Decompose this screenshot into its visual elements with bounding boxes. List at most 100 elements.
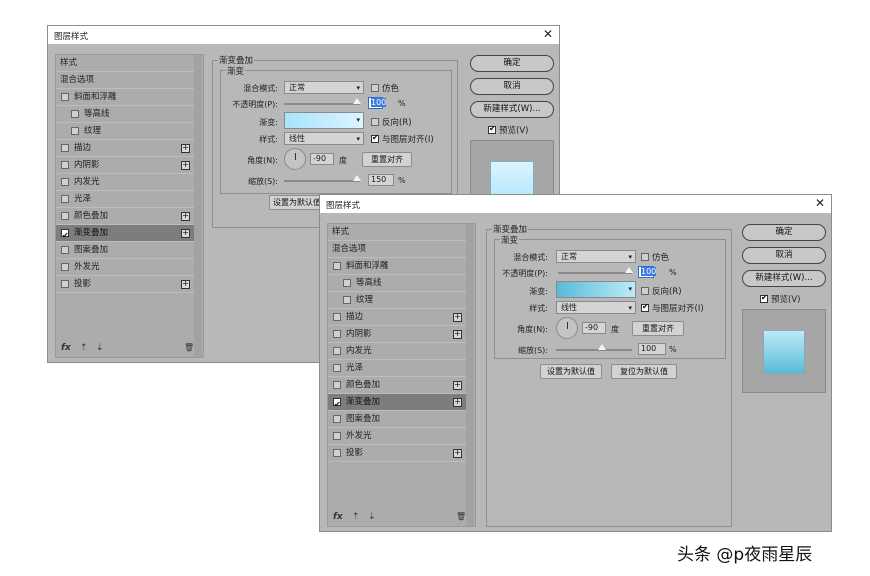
style-list-item[interactable]: 光泽 (56, 191, 194, 208)
style-list-item[interactable]: 外发光 (328, 428, 466, 445)
style-list-item[interactable]: 图案叠加 (56, 242, 194, 259)
scale-input[interactable]: 100 (638, 343, 666, 355)
add-effect-icon[interactable]: + (181, 160, 190, 170)
style-list-item[interactable]: 样式 (56, 55, 194, 72)
cancel-button[interactable]: 取消 (470, 78, 554, 95)
scale-input[interactable]: 150 (368, 174, 394, 186)
scale-slider[interactable] (556, 349, 632, 351)
checkbox-icon[interactable] (61, 212, 69, 220)
reverse-checkbox[interactable]: 反向(R) (641, 285, 682, 297)
checkbox-icon[interactable] (333, 347, 341, 355)
list-scrollbar[interactable] (194, 55, 202, 357)
opacity-input[interactable]: 100 (368, 97, 387, 109)
style-list-item[interactable]: 渐变叠加+ (328, 394, 466, 413)
list-scrollbar[interactable] (466, 224, 474, 526)
checkbox-icon[interactable] (343, 296, 351, 304)
close-icon[interactable]: ✕ (814, 196, 825, 210)
style-list-item[interactable]: 混合选项 (328, 241, 466, 258)
style-list-item[interactable]: 内发光 (328, 343, 466, 360)
checkbox-icon[interactable] (61, 144, 69, 152)
checkbox-icon[interactable] (333, 364, 341, 372)
style-list-item[interactable]: 投影+ (328, 445, 466, 462)
blend-mode-select[interactable]: 正常▾ (556, 250, 636, 263)
style-list-item[interactable]: 投影+ (56, 276, 194, 293)
style-list-item[interactable]: 纹理 (328, 292, 466, 309)
add-effect-icon[interactable]: + (453, 380, 462, 390)
style-list-item[interactable]: 描边+ (56, 140, 194, 157)
move-down-icon[interactable]: ⇣ (96, 343, 104, 353)
checkbox-checked-icon[interactable] (61, 227, 69, 244)
style-list-item[interactable]: 斜面和浮雕 (56, 89, 194, 106)
angle-input[interactable]: -90 (310, 153, 334, 165)
style-list-item[interactable]: 内阴影+ (328, 326, 466, 343)
checkbox-icon[interactable] (343, 279, 351, 287)
style-list-item[interactable]: 等高线 (56, 106, 194, 123)
angle-dial[interactable] (284, 148, 306, 170)
style-list-item[interactable]: 描边+ (328, 309, 466, 326)
opacity-slider[interactable] (284, 103, 360, 105)
style-list-item[interactable]: 图案叠加 (328, 411, 466, 428)
close-icon[interactable]: ✕ (542, 27, 553, 41)
gradient-picker[interactable]: ▾ (556, 281, 636, 298)
move-down-icon[interactable]: ⇣ (368, 512, 376, 522)
checkbox-icon[interactable] (333, 262, 341, 270)
opacity-slider[interactable] (558, 272, 632, 274)
move-up-icon[interactable]: ⇡ (352, 512, 360, 522)
style-list-item[interactable]: 光泽 (328, 360, 466, 377)
add-effect-icon[interactable]: + (181, 279, 190, 289)
add-effect-icon[interactable]: + (181, 143, 190, 153)
new-style-button[interactable]: 新建样式(W)... (470, 101, 554, 118)
dither-checkbox[interactable]: 仿色 (371, 82, 399, 94)
trash-icon[interactable]: 🗑 (456, 512, 467, 521)
scale-slider-thumb[interactable] (598, 344, 606, 350)
scale-slider-thumb[interactable] (353, 175, 361, 181)
checkbox-icon[interactable] (71, 110, 79, 118)
style-list-item[interactable]: 颜色叠加+ (56, 208, 194, 225)
checkbox-icon[interactable] (61, 280, 69, 288)
reset-default-button[interactable]: 复位为默认值 (611, 364, 677, 379)
checkbox-icon[interactable] (61, 246, 69, 254)
style-select[interactable]: 线性▾ (284, 132, 364, 145)
dither-checkbox[interactable]: 仿色 (641, 251, 669, 263)
cancel-button[interactable]: 取消 (742, 247, 826, 264)
move-up-icon[interactable]: ⇡ (80, 343, 88, 353)
ok-button[interactable]: 确定 (742, 224, 826, 241)
blend-mode-select[interactable]: 正常▾ (284, 81, 364, 94)
style-list-item[interactable]: 内阴影+ (56, 157, 194, 174)
trash-icon[interactable]: 🗑 (184, 343, 195, 352)
checkbox-icon[interactable] (333, 432, 341, 440)
style-list-item[interactable]: 样式 (328, 224, 466, 241)
preview-checkbox[interactable]: 预览(V) (760, 293, 800, 305)
style-list-item[interactable]: 纹理 (56, 123, 194, 140)
opacity-slider-thumb[interactable] (353, 98, 361, 104)
style-select[interactable]: 线性▾ (556, 301, 636, 314)
style-list-item[interactable]: 外发光 (56, 259, 194, 276)
ok-button[interactable]: 确定 (470, 55, 554, 72)
opacity-slider-thumb[interactable] (625, 267, 633, 273)
checkbox-icon[interactable] (333, 415, 341, 423)
fx-icon[interactable]: fx (61, 343, 71, 353)
opacity-input[interactable]: 100 (638, 266, 657, 278)
checkbox-icon[interactable] (61, 178, 69, 186)
fx-icon[interactable]: fx (333, 512, 343, 522)
style-list-item[interactable]: 内发光 (56, 174, 194, 191)
align-with-layer-checkbox[interactable]: 与图层对齐(I) (641, 302, 704, 314)
add-effect-icon[interactable]: + (181, 211, 190, 221)
add-effect-icon[interactable]: + (453, 329, 462, 339)
preview-checkbox[interactable]: 预览(V) (488, 124, 528, 136)
checkbox-icon[interactable] (333, 381, 341, 389)
checkbox-icon[interactable] (61, 263, 69, 271)
scale-slider[interactable] (284, 180, 360, 182)
angle-dial[interactable] (556, 317, 578, 339)
checkbox-icon[interactable] (333, 313, 341, 321)
style-list-item[interactable]: 等高线 (328, 275, 466, 292)
checkbox-icon[interactable] (61, 93, 69, 101)
align-with-layer-checkbox[interactable]: 与图层对齐(I) (371, 133, 434, 145)
add-effect-icon[interactable]: + (181, 228, 190, 238)
add-effect-icon[interactable]: + (453, 312, 462, 322)
checkbox-icon[interactable] (333, 449, 341, 457)
reset-alignment-button[interactable]: 重置对齐 (632, 321, 684, 336)
angle-input[interactable]: -90 (582, 322, 606, 334)
checkbox-icon[interactable] (333, 330, 341, 338)
add-effect-icon[interactable]: + (453, 448, 462, 458)
